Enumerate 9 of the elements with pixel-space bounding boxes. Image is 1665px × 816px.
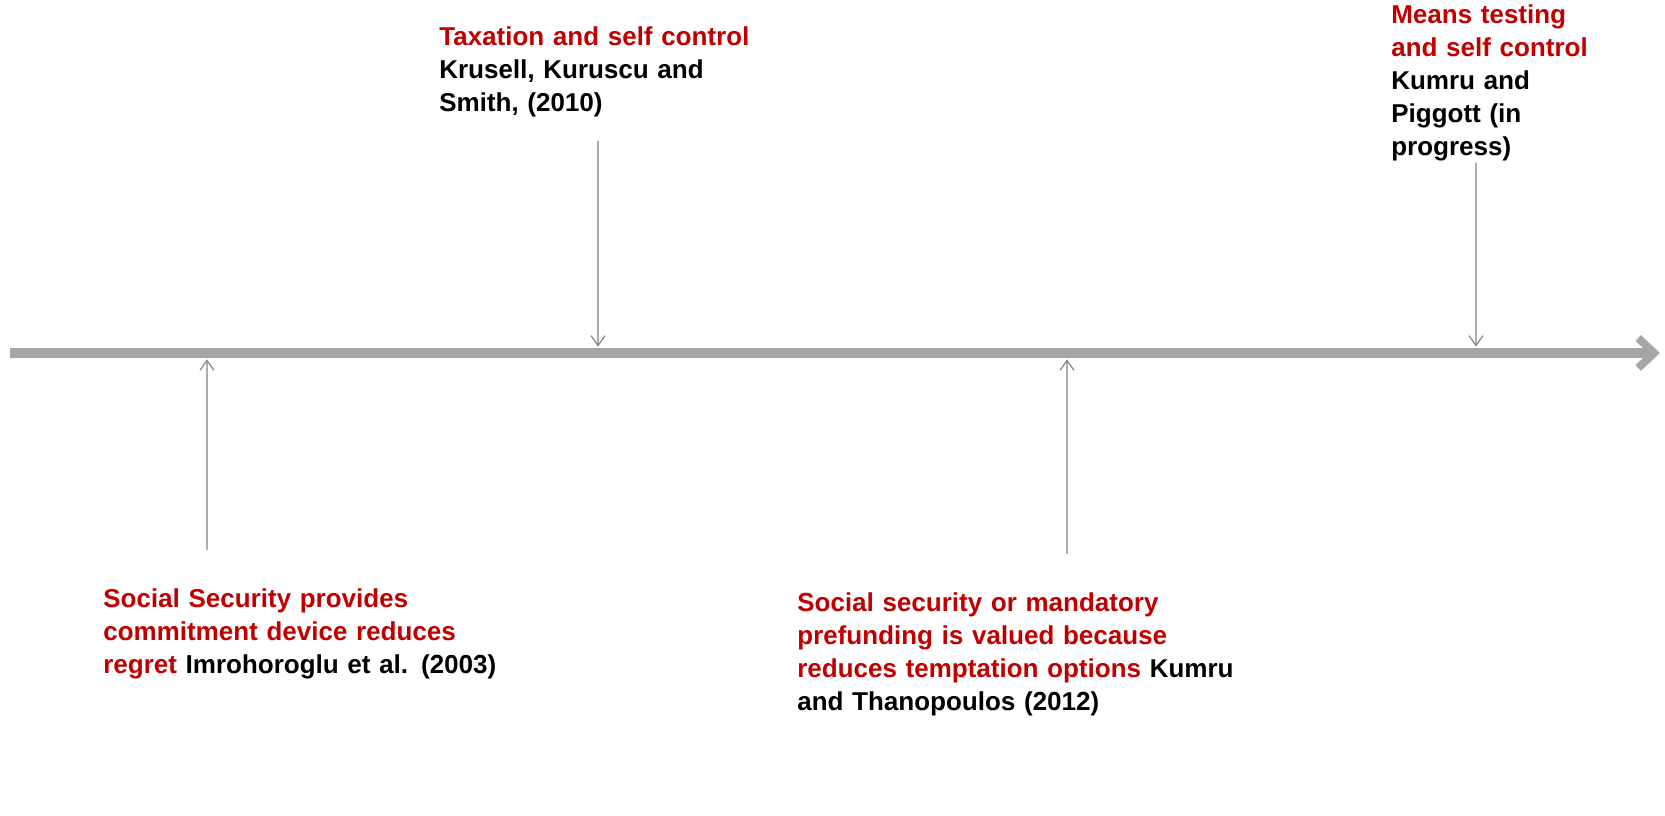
annotation-text: Taxation and self control Krusell, Kuruscu and Smith, (2010) <box>439 26 748 117</box>
arrow <box>1059 359 1075 555</box>
arrow <box>1468 162 1484 347</box>
arrow <box>590 140 606 347</box>
arrow <box>199 359 215 551</box>
annotation-text: Social security or mandatory prefunding is valued because reduces temptation options Kumru and Thanopoulos (2012) <box>797 592 1232 716</box>
timeline-arrow <box>10 335 1660 371</box>
annotation-text: Social Security provides commitment device reduces regret Imrohoroglu et al. (2003) <box>103 588 495 679</box>
annotation-text: Means testing and self control Kumru and Piggott (in progress) <box>1392 4 1586 161</box>
